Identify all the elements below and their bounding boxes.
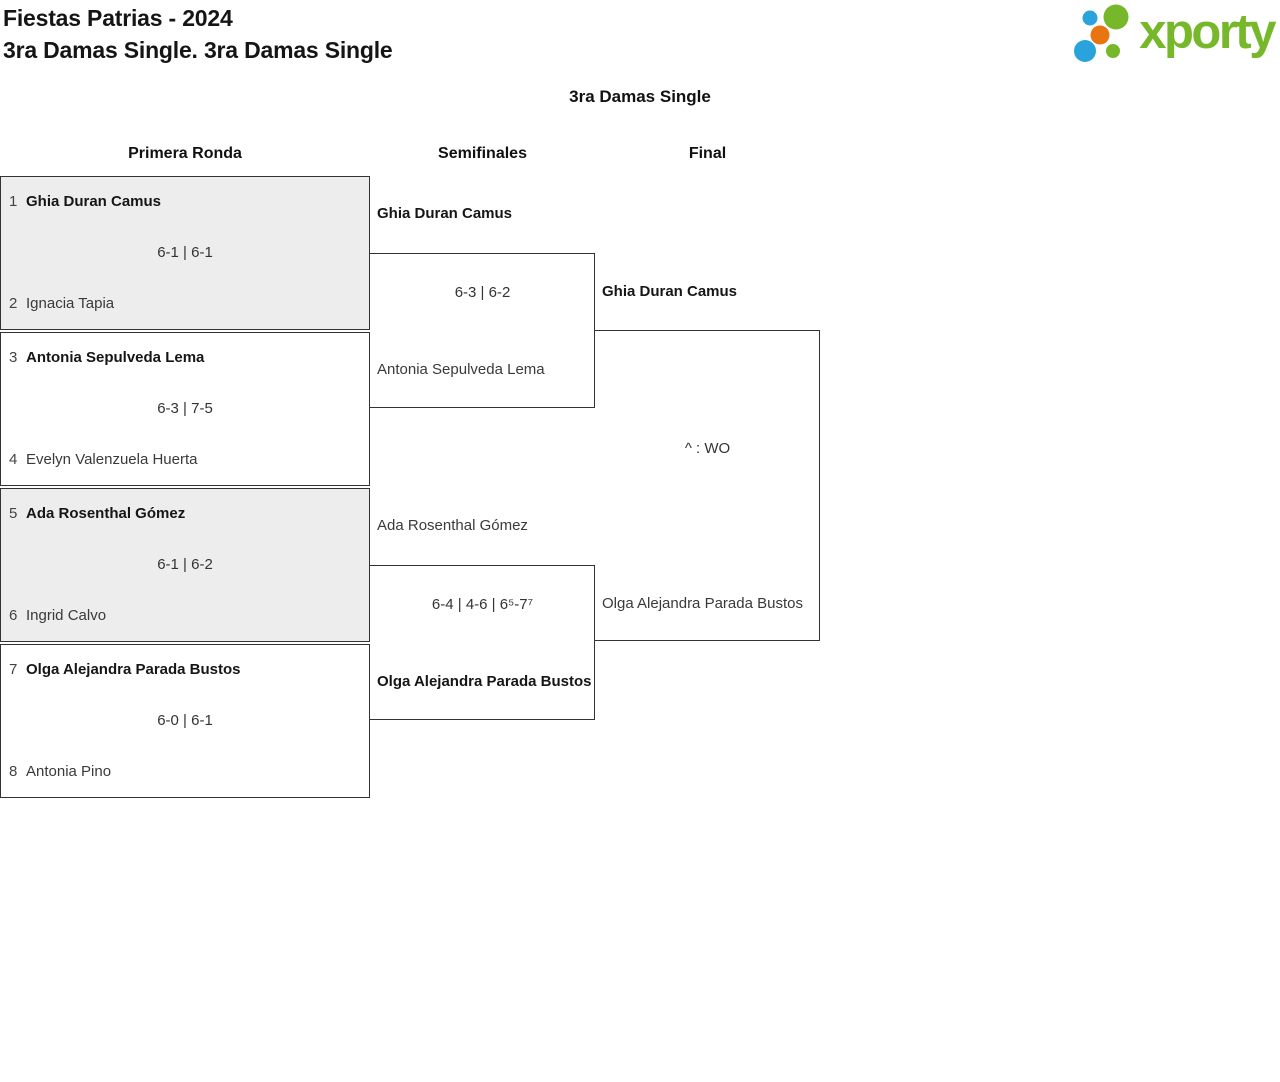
column-header-semifinales: Semifinales (438, 145, 527, 162)
final-player-top: Ghia Duran Camus (602, 283, 738, 300)
semifinal-1-player-bottom: Antonia Sepulveda Lema (377, 361, 545, 378)
logo-dots-icon (1068, 2, 1136, 71)
seed-number: 2 (9, 295, 18, 312)
player-name: Ingrid Calvo (26, 607, 107, 624)
semifinal-1-player-top: Ghia Duran Camus (377, 205, 513, 222)
column-header-final: Final (688, 145, 727, 162)
player-row: 1 Ghia Duran Camus (9, 193, 361, 211)
seed-number: 1 (9, 193, 18, 210)
first-round-match-2: 3 Antonia Sepulveda Lema 6-3 | 7-5 4 Eve… (0, 332, 370, 486)
player-row: 8 Antonia Pino (9, 763, 361, 781)
seed-number: 6 (9, 607, 18, 624)
player-name: Olga Alejandra Parada Bustos (26, 661, 241, 678)
player-name: Antonia Pino (26, 763, 112, 780)
player-row: 7 Olga Alejandra Parada Bustos (9, 661, 361, 679)
semifinal-2-player-top: Ada Rosenthal Gómez (377, 517, 528, 534)
final-player-bottom: Olga Alejandra Parada Bustos (602, 595, 803, 612)
semifinal-1-score: 6-3 | 6-2 (454, 284, 511, 301)
logo-wordmark: xporty (1139, 5, 1276, 59)
player-row: 3 Antonia Sepulveda Lema (9, 349, 361, 367)
seed-number: 4 (9, 451, 18, 468)
first-round-match-1: 1 Ghia Duran Camus 6-1 | 6-1 2 Ignacia T… (0, 176, 370, 330)
player-name: Ada Rosenthal Gómez (26, 505, 186, 522)
match-score: 6-0 | 6-1 (157, 712, 213, 729)
bracket-title: 3ra Damas Single (569, 87, 711, 106)
tournament-title: Fiestas Patrias - 2024 (3, 5, 233, 31)
player-row: 2 Ignacia Tapia (9, 295, 361, 313)
semifinal-2-score: 6-4 | 4-6 | 6⁵-7⁷ (431, 596, 534, 613)
player-row: 4 Evelyn Valenzuela Huerta (9, 451, 361, 469)
first-round-match-4: 7 Olga Alejandra Parada Bustos 6-0 | 6-1… (0, 644, 370, 798)
match-score: 6-3 | 7-5 (157, 400, 213, 417)
match-score: 6-1 | 6-1 (157, 244, 213, 261)
xporty-logo[interactable]: xporty (1068, 2, 1276, 71)
player-row: 6 Ingrid Calvo (9, 607, 361, 625)
player-row: 5 Ada Rosenthal Gómez (9, 505, 361, 523)
category-title: 3ra Damas Single. 3ra Damas Single (3, 37, 393, 63)
seed-number: 7 (9, 661, 18, 678)
first-round-match-3: 5 Ada Rosenthal Gómez 6-1 | 6-2 6 Ingrid… (0, 488, 370, 642)
final-score: ^ : WO (684, 440, 731, 457)
match-score: 6-1 | 6-2 (157, 556, 213, 573)
semifinal-2-box (370, 565, 595, 720)
player-name: Evelyn Valenzuela Huerta (26, 451, 198, 468)
player-name: Ghia Duran Camus (26, 193, 162, 210)
seed-number: 5 (9, 505, 18, 522)
semifinal-1-box (370, 253, 595, 408)
column-header-primera-ronda: Primera Ronda (128, 145, 242, 162)
seed-number: 3 (9, 349, 18, 366)
final-box (595, 330, 820, 641)
semifinal-2-player-bottom: Olga Alejandra Parada Bustos (377, 673, 592, 690)
seed-number: 8 (9, 763, 18, 780)
player-name: Antonia Sepulveda Lema (26, 349, 205, 366)
player-name: Ignacia Tapia (26, 295, 115, 312)
